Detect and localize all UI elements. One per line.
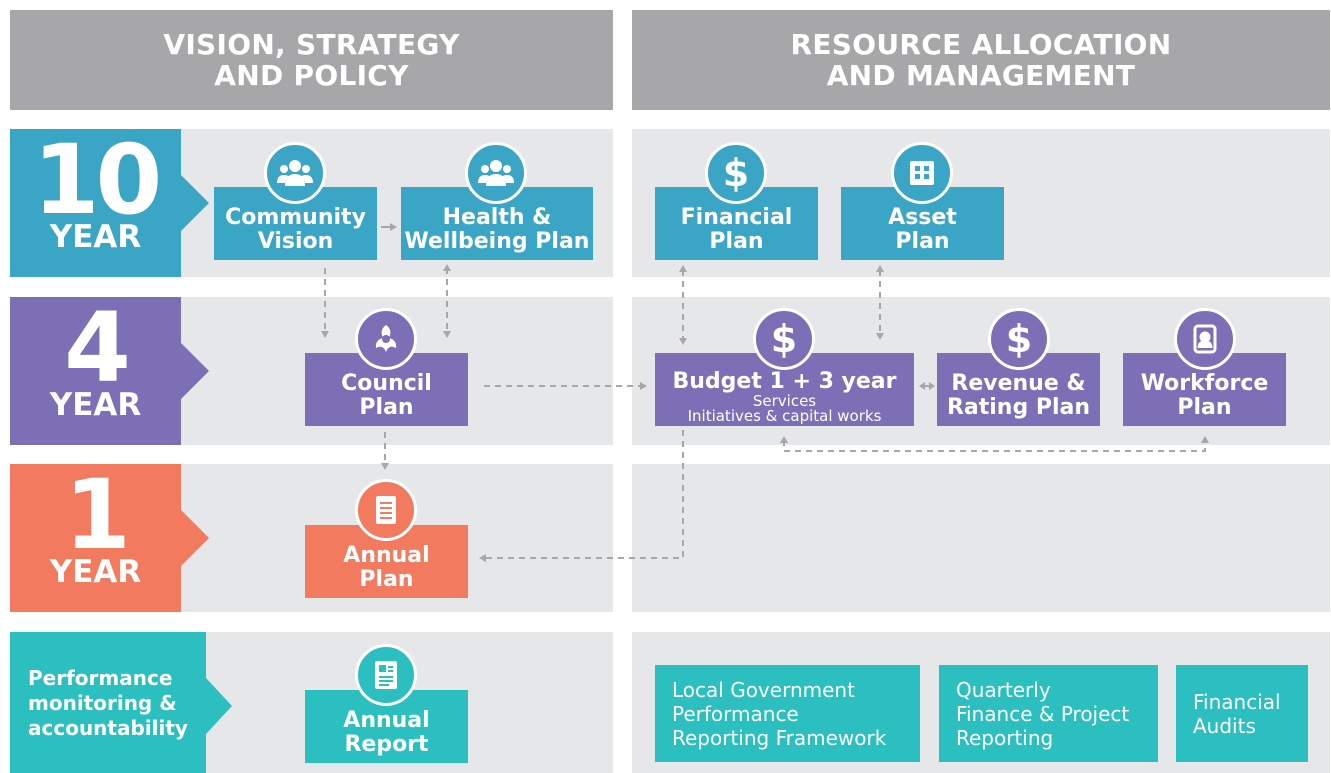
financial-plan-box[interactable]: Financial Plan xyxy=(655,187,818,260)
chevron-1-year xyxy=(10,464,209,612)
dollar-icon: $ xyxy=(753,308,815,370)
budget-title: Budget 1 + 3 year xyxy=(672,368,897,394)
community-vision-box[interactable]: Community Vision xyxy=(214,187,377,260)
workforce-plan-label: Workforce Plan xyxy=(1140,370,1269,420)
column-header-vision: VISION, STRATEGY AND POLICY xyxy=(10,10,613,110)
row-number-4: 4 xyxy=(64,292,131,404)
budget-box[interactable]: Budget 1 + 3 year Services Initiatives &… xyxy=(655,353,914,426)
financial-audits-box[interactable]: Financial Audits xyxy=(1176,665,1308,762)
dollar-icon: $ xyxy=(988,308,1050,370)
lgprf-box[interactable]: Local Government Performance Reporting F… xyxy=(655,665,920,762)
document-icon xyxy=(355,479,417,541)
health-wellbeing-plan-label: Health & Wellbeing Plan xyxy=(404,204,590,254)
row-number-10: 10 xyxy=(32,124,163,236)
row-label-10-year: 10 YEAR xyxy=(10,124,181,255)
column-header-resource: RESOURCE ALLOCATION AND MANAGEMENT xyxy=(632,10,1330,110)
community-vision-label: Community Vision xyxy=(225,204,366,254)
row-unit-10: YEAR xyxy=(49,219,142,255)
revenue-rating-plan-label: Revenue & Rating Plan xyxy=(946,370,1091,420)
council-logo-icon xyxy=(355,308,417,370)
dollar-symbol: $ xyxy=(770,317,798,361)
row-label-performance: Performance monitoring & accountability xyxy=(28,666,188,740)
annual-plan-label: Annual Plan xyxy=(343,542,430,592)
chevron-performance xyxy=(10,632,232,773)
annual-report-label: Annual Report xyxy=(343,707,430,757)
dollar-icon: $ xyxy=(705,142,767,204)
building-icon xyxy=(891,142,953,204)
row-number-1: 1 xyxy=(64,459,131,571)
quarterly-reporting-box[interactable]: Quarterly Finance & Project Reporting xyxy=(939,665,1158,762)
band-1-year-right xyxy=(632,464,1330,612)
row-unit-4: YEAR xyxy=(49,387,142,423)
asset-plan-label: Asset Plan xyxy=(888,204,957,254)
health-wellbeing-plan-box[interactable]: Health & Wellbeing Plan xyxy=(401,187,593,260)
row-label-1-year: 1 YEAR xyxy=(10,459,181,590)
row-label-4-year: 4 YEAR xyxy=(10,292,181,423)
report-icon xyxy=(355,644,417,706)
people-icon xyxy=(264,142,326,204)
chevron-10-year xyxy=(10,129,209,277)
chevron-4-year xyxy=(10,297,209,445)
budget-sub-services: Services xyxy=(752,391,817,410)
dollar-symbol: $ xyxy=(1005,317,1033,361)
row-unit-1: YEAR xyxy=(49,554,142,590)
council-plan-label: Council Plan xyxy=(341,370,432,420)
financial-plan-label: Financial Plan xyxy=(680,204,793,254)
budget-sub-initiatives: Initiatives & capital works xyxy=(687,406,882,425)
id-badge-icon xyxy=(1174,308,1236,370)
dollar-symbol: $ xyxy=(722,151,750,195)
people-icon xyxy=(465,142,527,204)
